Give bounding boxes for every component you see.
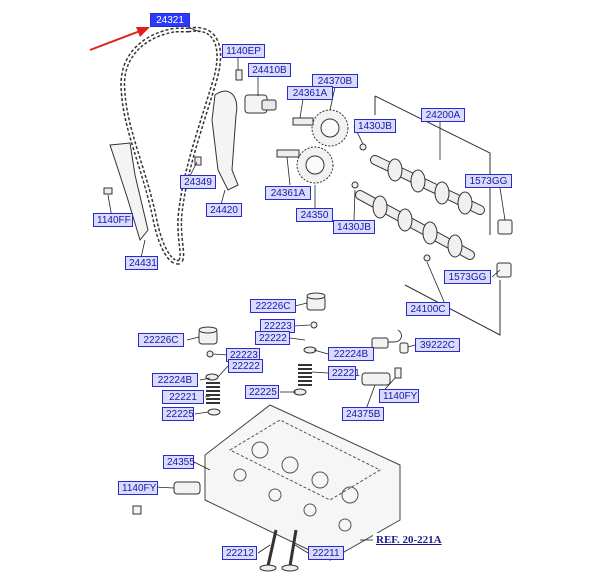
part-label-22222-left[interactable]: 22222 <box>228 359 263 373</box>
part-label-24361a-upper[interactable]: 24361A <box>287 86 333 100</box>
valve-lifter <box>198 292 326 345</box>
part-label-24350[interactable]: 24350 <box>296 208 333 222</box>
chain-tensioner <box>244 94 277 114</box>
part-label-24100c[interactable]: 24100C <box>406 302 450 316</box>
part-label-24355[interactable]: 24355 <box>163 455 195 469</box>
leader-lines <box>107 27 506 554</box>
cam-position-sensor <box>371 329 409 354</box>
part-label-1430jb-upper[interactable]: 1430JB <box>354 119 396 133</box>
part-label-1140ep[interactable]: 1140EP <box>222 44 265 58</box>
part-label-1140ff[interactable]: 1140FF <box>93 213 133 227</box>
cam-sprocket-upper <box>292 109 349 147</box>
camshaft-intake <box>370 155 485 215</box>
part-label-24321[interactable]: 24321 <box>150 13 190 27</box>
part-label-24349[interactable]: 24349 <box>180 175 216 189</box>
cam-sprocket-lower <box>276 146 334 184</box>
part-label-22212[interactable]: 22212 <box>222 546 257 560</box>
part-label-22226c-right[interactable]: 22226C <box>250 299 296 313</box>
part-label-22222-right[interactable]: 22222 <box>255 331 290 345</box>
part-label-22211[interactable]: 22211 <box>308 546 344 560</box>
oil-control-valve <box>132 367 402 515</box>
part-label-22221-right[interactable]: 22221 <box>328 366 360 380</box>
part-label-22225-right[interactable]: 22225 <box>245 385 279 399</box>
part-label-1573gg-upper[interactable]: 1573GG <box>465 174 512 188</box>
part-label-1573gg-lower[interactable]: 1573GG <box>444 270 491 284</box>
camshaft-exhaust <box>355 190 475 260</box>
reference-link[interactable]: REF. 20-221A <box>373 533 443 547</box>
part-label-1140fy-left[interactable]: 1140FY <box>118 481 158 495</box>
part-label-22224b-right[interactable]: 22224B <box>328 347 374 361</box>
part-label-22226c-left[interactable]: 22226C <box>138 333 184 347</box>
part-label-22225-left[interactable]: 22225 <box>162 407 194 421</box>
bolt-icon <box>103 69 243 195</box>
cam-bracket <box>496 219 513 278</box>
part-label-24200a[interactable]: 24200A <box>421 108 465 122</box>
part-label-1140fy-right[interactable]: 1140FY <box>379 389 419 403</box>
valve <box>259 529 299 572</box>
part-label-24410b[interactable]: 24410B <box>248 63 291 77</box>
part-label-24420[interactable]: 24420 <box>206 203 242 217</box>
camshaft-bracket-lines <box>374 95 501 336</box>
cylinder-head <box>204 404 401 561</box>
part-label-24361a-lower[interactable]: 24361A <box>265 186 311 200</box>
part-label-24370b[interactable]: 24370B <box>312 74 358 88</box>
part-label-39222c[interactable]: 39222C <box>415 338 460 352</box>
part-label-22224b-left[interactable]: 22224B <box>152 373 198 387</box>
red-arrow-icon <box>89 27 150 51</box>
chain-guide-left <box>109 142 149 242</box>
part-label-1430jb-lower[interactable]: 1430JB <box>333 220 375 234</box>
valve-spring <box>206 364 312 404</box>
part-label-24431[interactable]: 24431 <box>125 256 158 270</box>
part-label-22221-left[interactable]: 22221 <box>162 390 204 404</box>
tensioner-arm <box>211 90 239 191</box>
part-label-24375b[interactable]: 24375B <box>342 407 384 421</box>
